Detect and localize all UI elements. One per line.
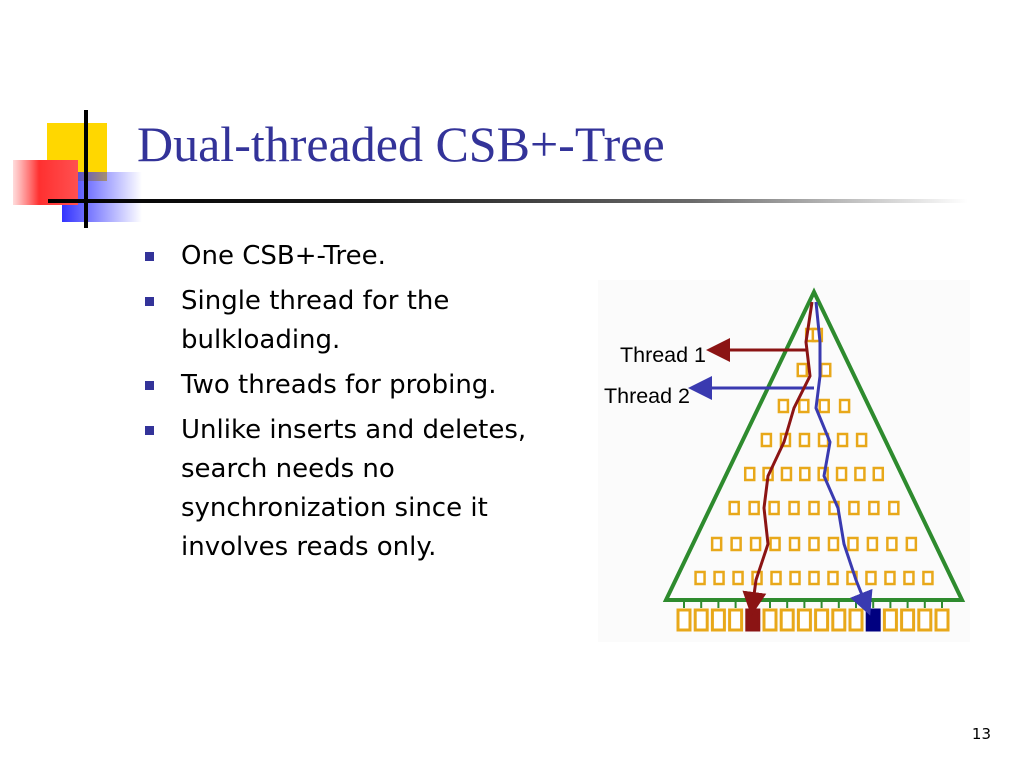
bullet-square-icon xyxy=(145,426,154,435)
tree-node xyxy=(868,500,880,516)
leaf-node xyxy=(865,608,881,632)
tree-node xyxy=(827,570,839,586)
tree-node xyxy=(799,466,811,482)
tree-node xyxy=(796,362,809,378)
bullet-square-icon xyxy=(145,381,154,390)
leaf-node xyxy=(710,608,726,632)
leaf-node xyxy=(934,608,950,632)
tree-node xyxy=(789,570,801,586)
tree-node xyxy=(836,432,849,448)
bullet-text: One CSB+-Tree. xyxy=(181,241,386,271)
slide-logo xyxy=(13,110,148,228)
bullet-square-icon xyxy=(145,297,154,306)
tree-node xyxy=(749,536,762,552)
page-number: 13 xyxy=(971,725,991,743)
tree-node xyxy=(848,500,860,516)
csb-tree-diagram: Thread 1 Thread 2 xyxy=(598,280,970,642)
tree-node xyxy=(854,466,866,482)
tree-node xyxy=(710,536,723,552)
leaf-node xyxy=(917,608,933,632)
thread-paths xyxy=(688,301,873,616)
leaf-node xyxy=(796,608,812,632)
tree-node xyxy=(743,466,756,482)
leaf-node xyxy=(814,608,830,632)
bullet-item: One CSB+-Tree. xyxy=(145,237,571,276)
leaf-node xyxy=(762,608,778,632)
tree-node xyxy=(808,500,820,516)
bullet-text: Two threads for probing. xyxy=(181,370,497,400)
tree-node xyxy=(866,536,879,552)
leaf-node xyxy=(848,608,864,632)
logo-red-square xyxy=(13,160,78,205)
thread1-path xyxy=(742,301,814,616)
logo-vertical-line xyxy=(84,110,88,228)
tree-node xyxy=(798,398,810,414)
leaf-node xyxy=(745,608,761,632)
bullet-text: Unlike inserts and deletes, search needs… xyxy=(181,415,527,562)
tree-node xyxy=(808,536,820,552)
tree-node xyxy=(780,466,793,482)
thread1-label: Thread 1 xyxy=(620,344,706,367)
tree-node xyxy=(788,500,800,516)
tree-node xyxy=(770,570,782,586)
tree-node xyxy=(886,536,898,552)
tree-node xyxy=(768,500,780,516)
tree-node xyxy=(838,398,851,414)
tree-node xyxy=(760,432,773,448)
tree-node xyxy=(903,570,915,586)
bullet-list: One CSB+-Tree. Single thread for the bul… xyxy=(145,237,571,573)
bullet-item: Single thread for the bulkloading. xyxy=(145,282,571,360)
tree-node xyxy=(728,500,740,516)
tree-node xyxy=(818,398,830,414)
tree-node xyxy=(732,570,744,586)
leaf-node xyxy=(882,608,898,632)
tree-node xyxy=(905,536,918,552)
tree-node xyxy=(748,500,760,516)
bullet-item: Unlike inserts and deletes, search needs… xyxy=(145,411,571,567)
bullet-square-icon xyxy=(145,252,154,261)
slide-title: Dual-threaded CSB+-Tree xyxy=(137,116,665,172)
tree-node xyxy=(847,536,859,552)
tree-node xyxy=(808,570,820,586)
tree-node xyxy=(713,570,725,586)
title-rule xyxy=(48,199,968,203)
thread2-path xyxy=(814,301,873,616)
bullet-item: Two threads for probing. xyxy=(145,366,571,405)
leaf-node xyxy=(779,608,795,632)
tree-triangle xyxy=(662,287,966,602)
tree-node xyxy=(855,432,868,448)
leaf-node xyxy=(831,608,847,632)
tree-node xyxy=(922,570,934,586)
tree-node xyxy=(819,362,832,378)
leaf-node xyxy=(728,608,744,632)
tree-node xyxy=(835,466,848,482)
tree-node xyxy=(865,570,877,586)
tree-node xyxy=(884,570,896,586)
tree-node xyxy=(788,536,801,552)
leaf-node xyxy=(676,608,692,632)
tree-node xyxy=(769,536,781,552)
thread2-label: Thread 2 xyxy=(604,385,690,408)
tree-node xyxy=(798,432,811,448)
tree-node xyxy=(827,536,840,552)
bullet-text: Single thread for the bulkloading. xyxy=(181,286,450,355)
tree-node xyxy=(888,500,900,516)
tree-node xyxy=(730,536,742,552)
tree-node xyxy=(777,398,790,414)
leaf-node xyxy=(693,608,709,632)
tree-node xyxy=(694,570,706,586)
tree-node xyxy=(872,466,885,482)
leaf-node xyxy=(900,608,916,632)
